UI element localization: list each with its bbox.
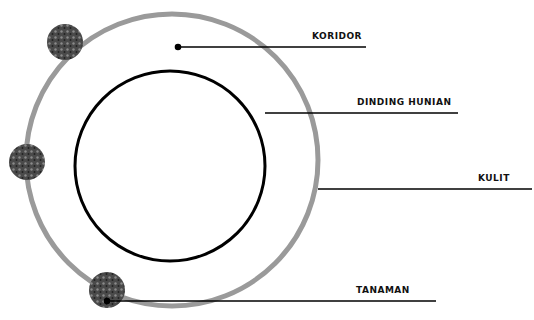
plant-symbol: [9, 144, 45, 180]
plant-symbol: [47, 24, 83, 60]
plant-symbols: [9, 24, 125, 308]
leader-line: [318, 188, 532, 190]
part-label: KULIT: [478, 173, 510, 184]
leader-line: [265, 112, 458, 114]
outer-skin: [26, 14, 318, 306]
dwelling-wall: [75, 71, 265, 261]
leader-lines: [105, 45, 533, 304]
leader-line: [107, 300, 436, 302]
part-label: DINDING HUNIAN: [357, 97, 451, 108]
plant-symbol: [89, 272, 125, 308]
part-label: KORIDOR: [312, 31, 362, 42]
part-label: TANAMAN: [356, 285, 410, 296]
leader-line: [178, 46, 366, 48]
